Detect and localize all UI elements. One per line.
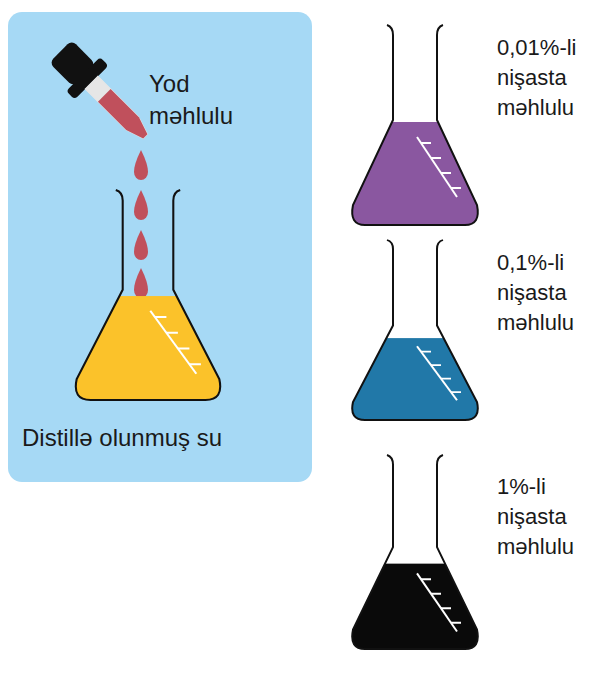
solution-label: 1%-li nişasta məhlulu — [497, 472, 601, 562]
black-flask — [345, 455, 485, 661]
text-holder: 1%-li nişasta məhlulu — [497, 472, 601, 562]
experiment-panel: Yod məhluluDistillə olunmuş su — [8, 12, 312, 482]
text-holder: 0,01%-li nişasta məhlulu — [497, 33, 601, 123]
blue-flask — [345, 240, 485, 428]
purple-flask — [345, 25, 485, 232]
reagent-label: Yod məhlulu — [149, 68, 269, 132]
text-holder: Yod məhlulu — [149, 68, 269, 132]
text-holder: Distillə olunmuş su — [22, 422, 292, 454]
solution-label: 0,1%-li nişasta məhlulu — [497, 248, 601, 338]
solution-label: 0,01%-li nişasta məhlulu — [497, 33, 601, 123]
text-holder: 0,1%-li nişasta məhlulu — [497, 248, 601, 338]
flask-label: Distillə olunmuş su — [22, 422, 292, 454]
